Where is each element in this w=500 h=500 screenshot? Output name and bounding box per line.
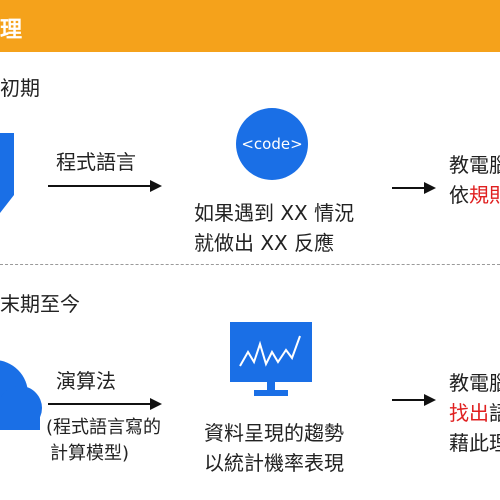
rule-description-line2: 就做出 XX 反應	[194, 231, 335, 255]
arrow-right-icon	[392, 182, 436, 194]
result-text-line1: 教電腦	[449, 371, 500, 395]
arrow-label-programming-language: 程式語言	[56, 150, 136, 174]
trend-description-line2: 以統計機率表現	[204, 451, 344, 475]
trend-description-line1: 資料呈現的趨勢	[204, 421, 344, 445]
arrow-sublabel-line1: (程式語言寫的	[46, 417, 162, 438]
arrow-right-icon	[392, 394, 436, 406]
result-text-line1: 教電腦	[449, 153, 500, 177]
code-icon: <code>	[236, 108, 308, 180]
section-label-late: 末期至今	[0, 292, 80, 316]
arrow-label-algorithm: 演算法	[56, 369, 116, 393]
arrow-sublabel-line2: 計算模型)	[50, 443, 130, 464]
header-title: 理	[0, 18, 23, 43]
arrow-right-icon	[48, 180, 162, 192]
result-prefix: 依	[449, 183, 469, 207]
result-text-line3: 藉此理	[449, 431, 500, 455]
document-icon	[0, 133, 14, 213]
section-divider	[0, 264, 500, 265]
arrow-right-icon	[48, 398, 162, 410]
section-label-early: 初期	[0, 76, 40, 100]
monitor-chart-icon	[230, 322, 312, 396]
result-text-line2: 找出語	[449, 398, 500, 428]
header-bar: 理	[0, 0, 500, 52]
cloud-icon	[0, 360, 42, 430]
result-highlight-find: 找出	[449, 401, 489, 425]
result-suffix: 語	[489, 401, 500, 425]
result-highlight-rules: 規則	[469, 183, 500, 207]
rule-description-line1: 如果遇到 XX 情況	[194, 201, 355, 225]
result-text-line2: 依規則	[449, 180, 500, 210]
code-icon-text: <code>	[241, 135, 303, 153]
